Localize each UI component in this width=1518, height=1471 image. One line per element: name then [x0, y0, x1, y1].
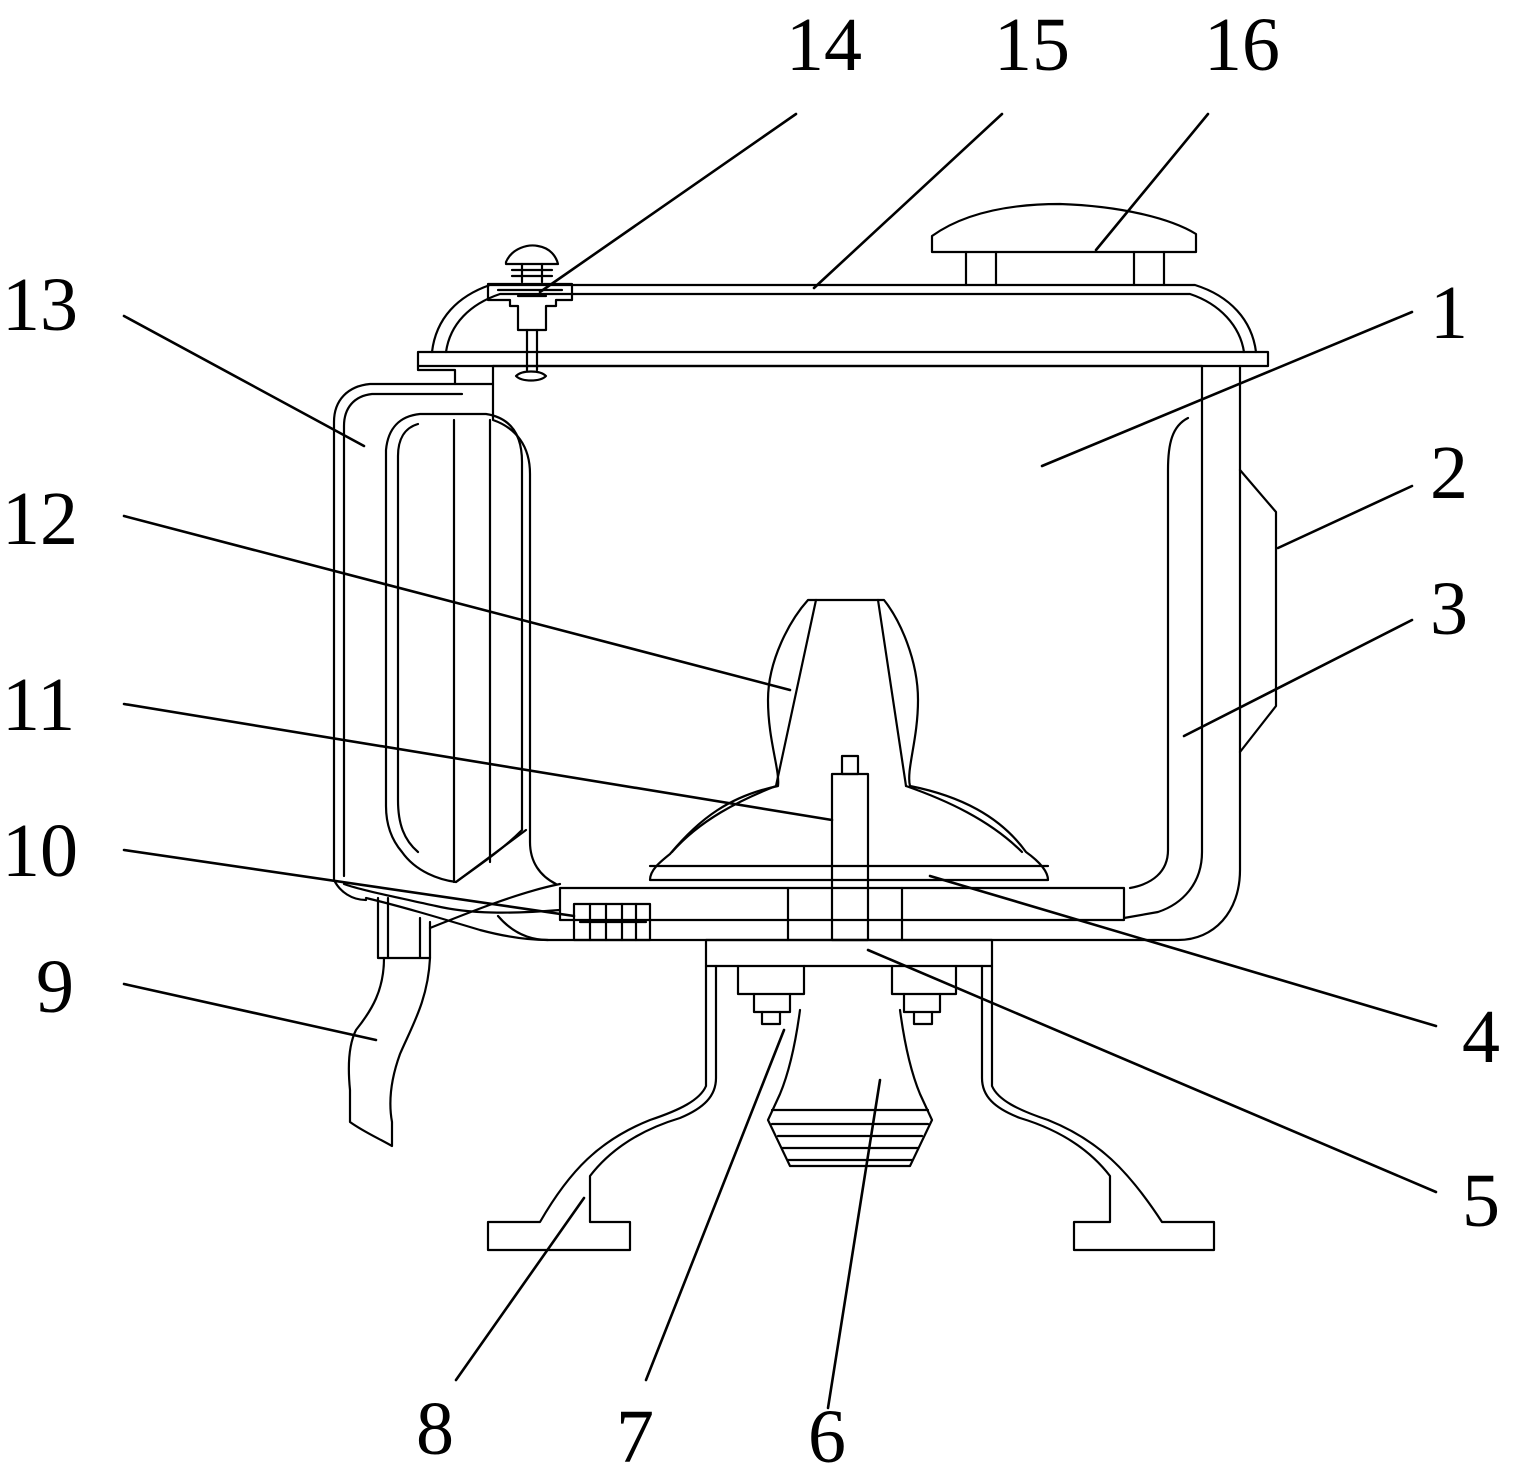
spout — [344, 884, 560, 1146]
label-16: 16 — [1204, 3, 1280, 87]
leader-9 — [124, 984, 376, 1040]
vent-screw — [488, 246, 572, 381]
side-panel — [1240, 470, 1276, 752]
leader-6 — [828, 1080, 880, 1408]
label-13: 13 — [2, 263, 78, 347]
leader-1 — [1042, 312, 1412, 466]
label-7: 7 — [616, 1395, 654, 1471]
top-cover — [432, 285, 1256, 352]
label-15: 15 — [994, 3, 1070, 87]
legs — [488, 966, 1214, 1250]
label-12: 12 — [2, 477, 78, 561]
valve — [574, 904, 650, 940]
reference-numerals: 1 2 3 4 5 6 7 8 9 10 11 12 13 14 15 16 — [2, 3, 1500, 1471]
label-3: 3 — [1430, 567, 1468, 651]
label-1: 1 — [1430, 271, 1468, 355]
label-6: 6 — [808, 1395, 846, 1471]
leader-12 — [124, 516, 790, 690]
top-knob — [932, 204, 1196, 285]
leader-13 — [124, 316, 364, 446]
label-11: 11 — [2, 663, 75, 747]
leader-8 — [456, 1198, 584, 1380]
label-2: 2 — [1430, 431, 1468, 515]
leader-10 — [124, 850, 574, 916]
label-8: 8 — [416, 1387, 454, 1471]
shaft — [788, 756, 902, 940]
label-9: 9 — [36, 945, 74, 1029]
base-plate — [706, 940, 992, 966]
handle — [334, 384, 526, 900]
leader-11 — [124, 704, 832, 820]
lid-flange — [418, 352, 1268, 384]
leader-16 — [1096, 114, 1208, 250]
label-5: 5 — [1462, 1159, 1500, 1243]
label-14: 14 — [786, 3, 862, 87]
leader-3 — [1184, 620, 1412, 736]
label-10: 10 — [2, 809, 78, 893]
leader-14 — [540, 114, 796, 292]
leader-2 — [1278, 486, 1412, 548]
rotor — [650, 600, 1048, 880]
leader-15 — [814, 114, 1002, 288]
label-4: 4 — [1462, 995, 1500, 1079]
main-body — [493, 366, 1240, 940]
leader-5 — [868, 950, 1436, 1192]
